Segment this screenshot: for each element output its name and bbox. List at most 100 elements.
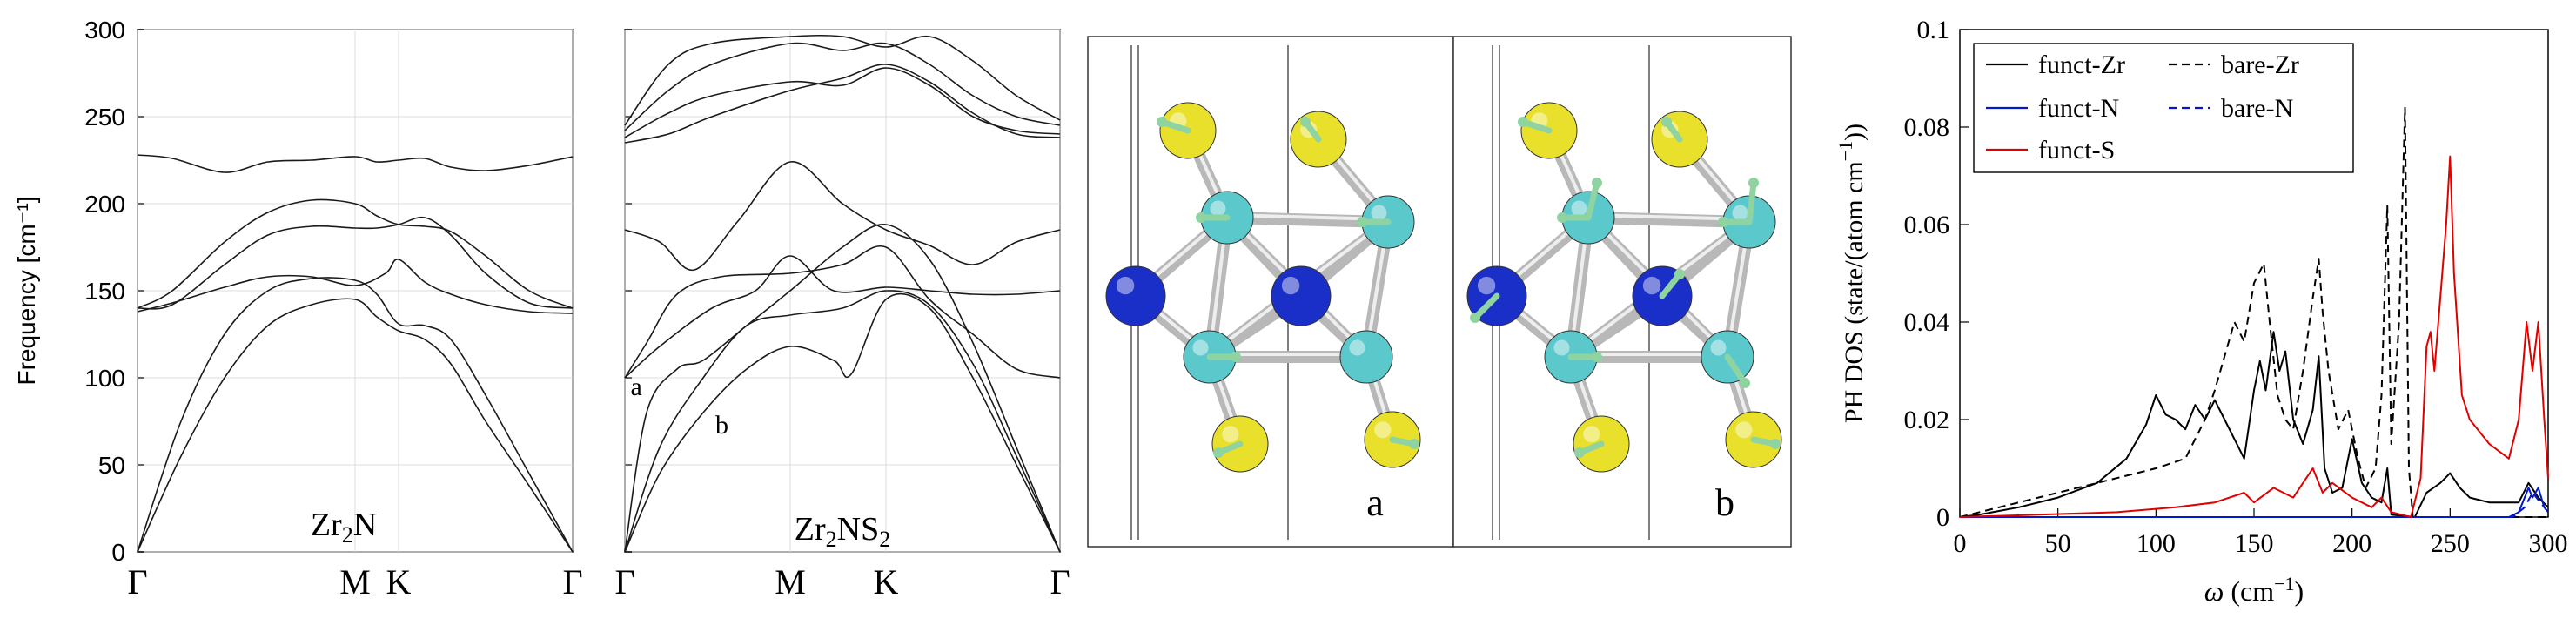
structure-b (1466, 45, 1782, 540)
phonon-branch-4 (137, 216, 574, 310)
x-tick-label: 100 (2137, 529, 2176, 558)
grid (624, 29, 1061, 553)
y-tick-label: 0.06 (1904, 211, 1950, 239)
atom-shine (1281, 276, 1300, 295)
y-tick-label: 0 (111, 539, 125, 566)
atom-shine (1349, 339, 1365, 356)
arrow-head (1740, 378, 1750, 388)
atom-shine (1710, 339, 1727, 356)
mode-label: b (715, 411, 728, 440)
phonon-branch-1 (624, 292, 1061, 553)
atom-shine (1222, 426, 1239, 443)
x-axis-label: ω (cm−1) (2204, 573, 2304, 607)
atom-shine (1210, 200, 1226, 217)
arrow-head (1409, 439, 1419, 449)
k-point-label: Γ (562, 562, 582, 601)
k-point-label: Γ (614, 562, 634, 601)
legend-label: bare-N (2221, 94, 2293, 123)
atom-shine (1553, 339, 1570, 356)
arrow-head (1592, 352, 1602, 362)
x-tick-label: 250 (2431, 529, 2470, 558)
legend-label: funct-S (2038, 136, 2115, 165)
x-tick-label: 300 (2529, 529, 2568, 558)
legend: funct-Zr bare-Zr funct-N bare-N funct-S (1973, 43, 2354, 173)
phonon-branch-2 (624, 290, 1061, 553)
phonon-branch-6 (137, 154, 574, 173)
structure-panel: a b (1087, 36, 1792, 548)
arrow-head (1196, 212, 1206, 223)
k-point-label: M (339, 562, 371, 601)
dispersion-curves (624, 34, 1061, 553)
phonon-branch-3 (624, 224, 1061, 553)
x-tick-label: 0 (1954, 529, 1967, 558)
atom-shine (1583, 426, 1600, 443)
dispersion-curves (137, 154, 574, 553)
atom-shine (1735, 421, 1753, 439)
k-point-label: M (775, 562, 806, 601)
displacement-arrow (1746, 179, 1757, 225)
dos-series-bare-Zr (1959, 106, 2548, 518)
x-tick-label: 150 (2235, 529, 2274, 558)
k-point-label: K (386, 562, 412, 601)
mode-label: a (631, 373, 642, 401)
displacement-arrow (1585, 179, 1600, 221)
legend-label: bare-Zr (2221, 50, 2299, 79)
arrow-head (1718, 217, 1728, 227)
arrow-head (1518, 117, 1528, 127)
arrow-head (1661, 117, 1672, 127)
atom-shine (1374, 421, 1392, 439)
atom-n (1271, 265, 1332, 326)
arrow-head (1213, 447, 1224, 458)
atom-shine (1732, 205, 1748, 221)
phonon-branch-10 (624, 34, 1061, 126)
arrow-head (1357, 217, 1367, 227)
phonon-branch-9 (624, 42, 1061, 131)
grid (137, 29, 574, 553)
arrow-head (1231, 352, 1241, 362)
y-axis-label: Frequency [cm⁻¹] (13, 196, 40, 385)
atom-shine (1192, 339, 1209, 356)
arrow-head (1470, 312, 1480, 323)
arrow-head (1770, 439, 1781, 449)
legend-box (1973, 43, 2354, 173)
structure-a (1105, 45, 1421, 540)
dos-series-funct-S (1959, 155, 2549, 518)
k-point-label: Γ (1050, 562, 1070, 601)
panel-title-zr2n: Zr2N (311, 507, 377, 548)
phonon-branch-3 (137, 259, 574, 314)
phonon-branch-5 (624, 255, 1061, 379)
atom-shine (1116, 276, 1135, 295)
panel-title-zr2ns2: Zr2NS2 (795, 511, 890, 552)
displacement-arrow (1724, 353, 1748, 386)
y-tick-label: 0.1 (1917, 16, 1950, 44)
y-tick-label: 0 (1936, 503, 1949, 532)
annotations: ab (631, 373, 729, 440)
dos-curves (1959, 106, 2549, 518)
y-tick-label: 200 (84, 191, 125, 218)
y-tick-label: 0.02 (1904, 406, 1950, 434)
phonon-branch-6 (624, 161, 1061, 271)
atom-shine (1571, 200, 1587, 217)
structure-label-a: a (1366, 481, 1384, 524)
legend-label: funct-N (2038, 94, 2119, 123)
arrow-head (1300, 117, 1311, 127)
arrow-head (1592, 178, 1602, 188)
phonon-branch-2 (137, 277, 574, 553)
y-tick-label: 100 (84, 365, 125, 392)
dos-series-funct-Zr (1959, 331, 2549, 518)
legend-label: funct-Zr (2038, 50, 2125, 79)
atom-n (1105, 265, 1166, 326)
y-tick-label: 300 (84, 17, 125, 44)
arrow-head (1674, 269, 1685, 279)
phonon-branch-5 (137, 198, 574, 309)
structure-label-b: b (1715, 481, 1734, 524)
phonon-branch-1 (137, 298, 574, 553)
arrow-head (1574, 447, 1585, 458)
